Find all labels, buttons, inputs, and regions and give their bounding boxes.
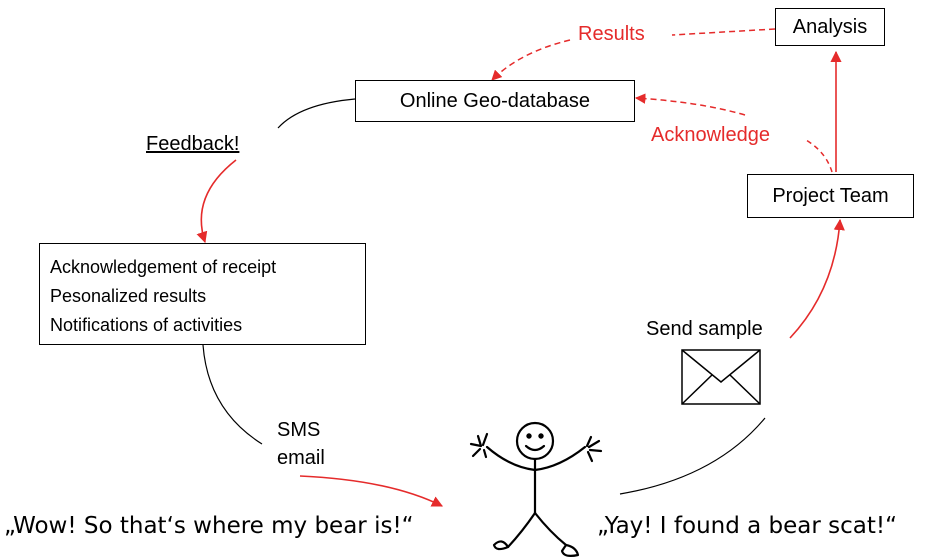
quote-right: „Yay! I found a bear scat!“	[597, 513, 898, 539]
send-sample-label: Send sample	[646, 318, 763, 340]
analysis-box: Analysis	[775, 8, 885, 46]
results-label: Results	[578, 23, 645, 45]
channel-sms: SMS	[277, 419, 321, 441]
online-geo-database-box: Online Geo-database	[355, 80, 635, 122]
results-to-database-arrow	[491, 39, 571, 81]
email-to-person-arrow	[299, 475, 444, 507]
feedback-list-box: Acknowledgement of receipt Pesonalized r…	[39, 243, 366, 345]
person-to-sample-line	[619, 417, 766, 495]
feedback-list-item: Acknowledgement of receipt	[50, 257, 277, 277]
channels-label: SMS email	[277, 416, 325, 472]
sample-to-team-arrow	[789, 218, 845, 339]
feedback-list-item: Pesonalized results	[50, 286, 207, 306]
acknowledge-to-database-arrow	[634, 93, 746, 116]
list-to-sms-line	[202, 344, 263, 445]
quote-left: „Wow! So that‘s where my bear is!“	[4, 513, 414, 539]
database-to-feedback-line	[277, 98, 356, 129]
channel-email: email	[277, 447, 325, 469]
analysis-to-results-line	[671, 28, 776, 36]
feedback-label: Feedback!	[146, 133, 240, 155]
envelope-icon	[681, 349, 761, 405]
feedback-list-item: Notifications of activities	[50, 315, 243, 335]
team-to-acknowledge-line	[805, 139, 833, 173]
acknowledge-label: Acknowledge	[651, 124, 770, 146]
feedback-to-list-arrow	[196, 159, 237, 244]
stick-figure-icon	[469, 421, 603, 557]
project-team-box: Project Team	[747, 174, 914, 218]
